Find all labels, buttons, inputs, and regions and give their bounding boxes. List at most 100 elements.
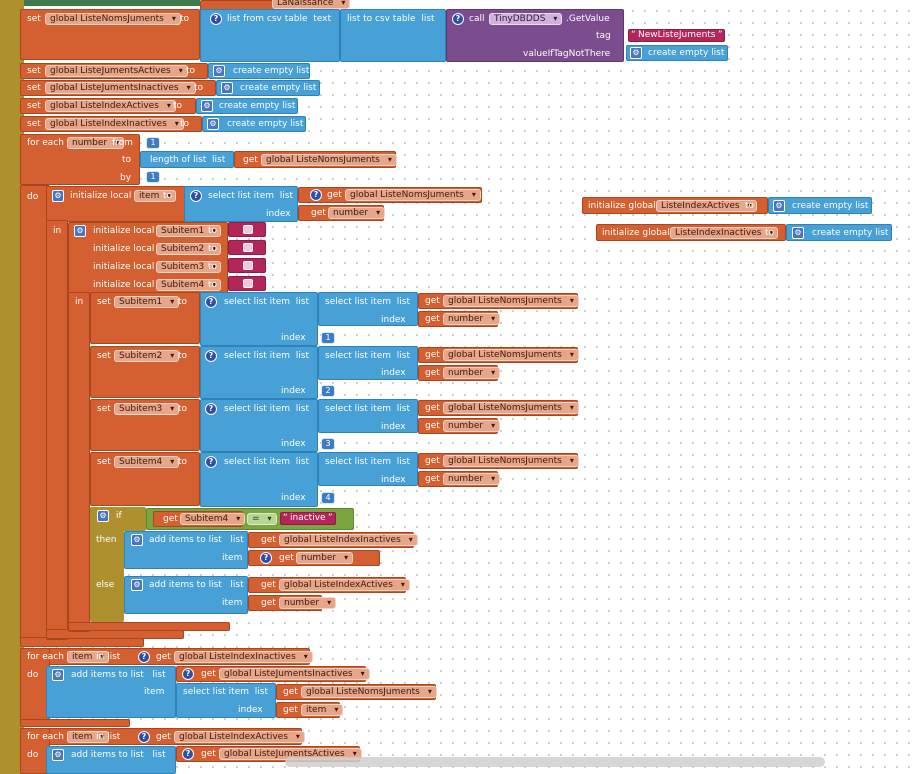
- help-icon[interactable]: ?: [310, 189, 322, 201]
- gear-icon[interactable]: ⚙: [52, 669, 64, 681]
- gear-icon[interactable]: ⚙: [213, 65, 225, 77]
- var-get-noms[interactable]: global ListeNomsJuments: [443, 295, 579, 307]
- create-empty-list-block[interactable]: [626, 45, 728, 61]
- var-get-number[interactable]: number: [296, 552, 354, 564]
- help-icon[interactable]: ?: [182, 748, 194, 760]
- help-icon[interactable]: ?: [260, 552, 272, 564]
- var-get-inactives[interactable]: global ListeJumentsInactives: [219, 668, 370, 680]
- gear-icon[interactable]: ⚙: [131, 534, 143, 546]
- num-index[interactable]: 3: [321, 438, 335, 450]
- select-list-item-block[interactable]: [318, 346, 418, 380]
- empty-text-field[interactable]: [243, 243, 253, 252]
- select-list-item-block[interactable]: [176, 683, 276, 718]
- loop-var-number[interactable]: number: [67, 137, 125, 149]
- empty-text-field[interactable]: [243, 261, 253, 270]
- help-icon[interactable]: ?: [182, 668, 194, 680]
- gear-icon[interactable]: ⚙: [74, 225, 86, 237]
- var-get-subitem4[interactable]: Subitem4: [180, 513, 246, 525]
- select-list-item-block[interactable]: [200, 292, 318, 346]
- var-set-subitem4[interactable]: Subitem4: [114, 456, 180, 468]
- num-index[interactable]: 2: [321, 385, 335, 397]
- create-empty-list-block[interactable]: [768, 197, 872, 214]
- select-list-item-block[interactable]: [318, 452, 418, 486]
- event-block-header[interactable]: [24, 0, 200, 6]
- help-icon[interactable]: ?: [205, 350, 217, 362]
- create-empty-list-block[interactable]: [208, 63, 310, 79]
- var-get-index-actives[interactable]: global ListeIndexActives: [174, 731, 305, 743]
- help-icon[interactable]: ?: [138, 731, 150, 743]
- help-icon[interactable]: ?: [205, 296, 217, 308]
- var-get-index-inactives[interactable]: global ListeIndexInactives: [174, 651, 313, 663]
- global-var-index-actives[interactable]: ListeIndexActives: [656, 200, 757, 212]
- create-empty-list-block[interactable]: [216, 80, 320, 96]
- gear-icon[interactable]: ⚙: [773, 200, 785, 212]
- help-icon[interactable]: ?: [205, 403, 217, 415]
- var-get-noms[interactable]: global ListeNomsJuments: [443, 402, 579, 414]
- var-get-number[interactable]: number: [279, 597, 337, 609]
- gear-icon[interactable]: ⚙: [792, 227, 804, 239]
- select-list-item-block[interactable]: [318, 399, 418, 433]
- num-index[interactable]: 4: [321, 492, 335, 504]
- var-set-subitem1[interactable]: Subitem1: [114, 296, 180, 308]
- var-dropdown-actives[interactable]: global ListeJumentsActives: [45, 65, 188, 77]
- add-items-block[interactable]: [124, 531, 248, 569]
- num-index[interactable]: 1: [321, 332, 335, 344]
- var-get-index-inactives[interactable]: global ListeIndexInactives: [279, 534, 418, 546]
- var-get-noms[interactable]: global ListeNomsJuments: [443, 349, 579, 361]
- empty-text-field[interactable]: [243, 225, 253, 234]
- help-icon[interactable]: ?: [190, 190, 202, 202]
- tag-string[interactable]: NewListeJuments: [628, 29, 726, 42]
- gear-icon[interactable]: ⚙: [52, 749, 64, 761]
- loop-var-item[interactable]: item: [67, 731, 110, 743]
- local-var-item[interactable]: item: [134, 190, 177, 202]
- help-icon[interactable]: ?: [205, 456, 217, 468]
- partial-top-field[interactable]: LaNaissance: [272, 0, 351, 9]
- inactive-string[interactable]: inactive: [280, 512, 336, 525]
- global-var-index-inactives[interactable]: ListeIndexInactives: [670, 227, 779, 239]
- select-list-item-block[interactable]: [200, 399, 318, 452]
- create-empty-list-block[interactable]: [786, 224, 892, 241]
- num-by[interactable]: 1: [146, 171, 160, 183]
- local-var-subitem4[interactable]: Subitem4: [156, 279, 222, 291]
- var-dropdown-inactives[interactable]: global ListeJumentsInactives: [45, 82, 196, 94]
- operator-dropdown[interactable]: =: [247, 513, 277, 525]
- var-get-noms[interactable]: global ListeNomsJuments: [345, 189, 481, 201]
- list-to-csv-block[interactable]: [340, 9, 446, 62]
- num-from[interactable]: 1: [146, 137, 160, 149]
- empty-text-field[interactable]: [243, 279, 253, 288]
- var-dropdown-noms[interactable]: global ListeNomsJuments: [45, 13, 181, 25]
- component-dropdown[interactable]: TinyDBDDS: [489, 13, 563, 25]
- gear-icon[interactable]: ⚙: [207, 118, 219, 130]
- local-var-subitem3[interactable]: Subitem3: [156, 261, 222, 273]
- var-get-number[interactable]: number: [443, 367, 501, 379]
- create-empty-list-block[interactable]: [196, 98, 298, 114]
- horizontal-scrollbar[interactable]: [285, 757, 825, 767]
- local-var-subitem1[interactable]: Subitem1: [156, 225, 222, 237]
- local-var-subitem2[interactable]: Subitem2: [156, 243, 222, 255]
- var-get-number[interactable]: number: [443, 313, 501, 325]
- add-items-block[interactable]: [124, 576, 248, 614]
- var-get-noms[interactable]: global ListeNomsJuments: [261, 154, 397, 166]
- help-icon[interactable]: ?: [452, 13, 464, 25]
- length-of-list-block[interactable]: [140, 151, 234, 168]
- var-get-noms[interactable]: global ListeNomsJuments: [301, 686, 437, 698]
- help-icon[interactable]: ?: [138, 651, 150, 663]
- gear-icon[interactable]: ⚙: [630, 47, 642, 59]
- select-list-item-block[interactable]: [200, 452, 318, 507]
- var-set-subitem3[interactable]: Subitem3: [114, 403, 180, 415]
- gear-icon[interactable]: ⚙: [52, 190, 64, 202]
- help-icon[interactable]: ?: [210, 13, 222, 25]
- gear-icon[interactable]: ⚙: [221, 82, 233, 94]
- gear-icon[interactable]: ⚙: [131, 579, 143, 591]
- var-get-number[interactable]: number: [443, 420, 501, 432]
- loop-var-item[interactable]: item: [67, 651, 110, 663]
- var-set-subitem2[interactable]: Subitem2: [114, 350, 180, 362]
- var-get-item[interactable]: item: [301, 704, 344, 716]
- select-list-item-block[interactable]: [318, 292, 418, 326]
- var-get-index-actives[interactable]: global ListeIndexActives: [279, 579, 410, 591]
- var-dropdown-index-actives[interactable]: global ListeIndexActives: [45, 100, 176, 112]
- var-get-number[interactable]: number: [328, 207, 386, 219]
- create-empty-list-block[interactable]: [202, 116, 306, 132]
- select-list-item-block[interactable]: [184, 186, 298, 222]
- select-list-item-block[interactable]: [200, 346, 318, 399]
